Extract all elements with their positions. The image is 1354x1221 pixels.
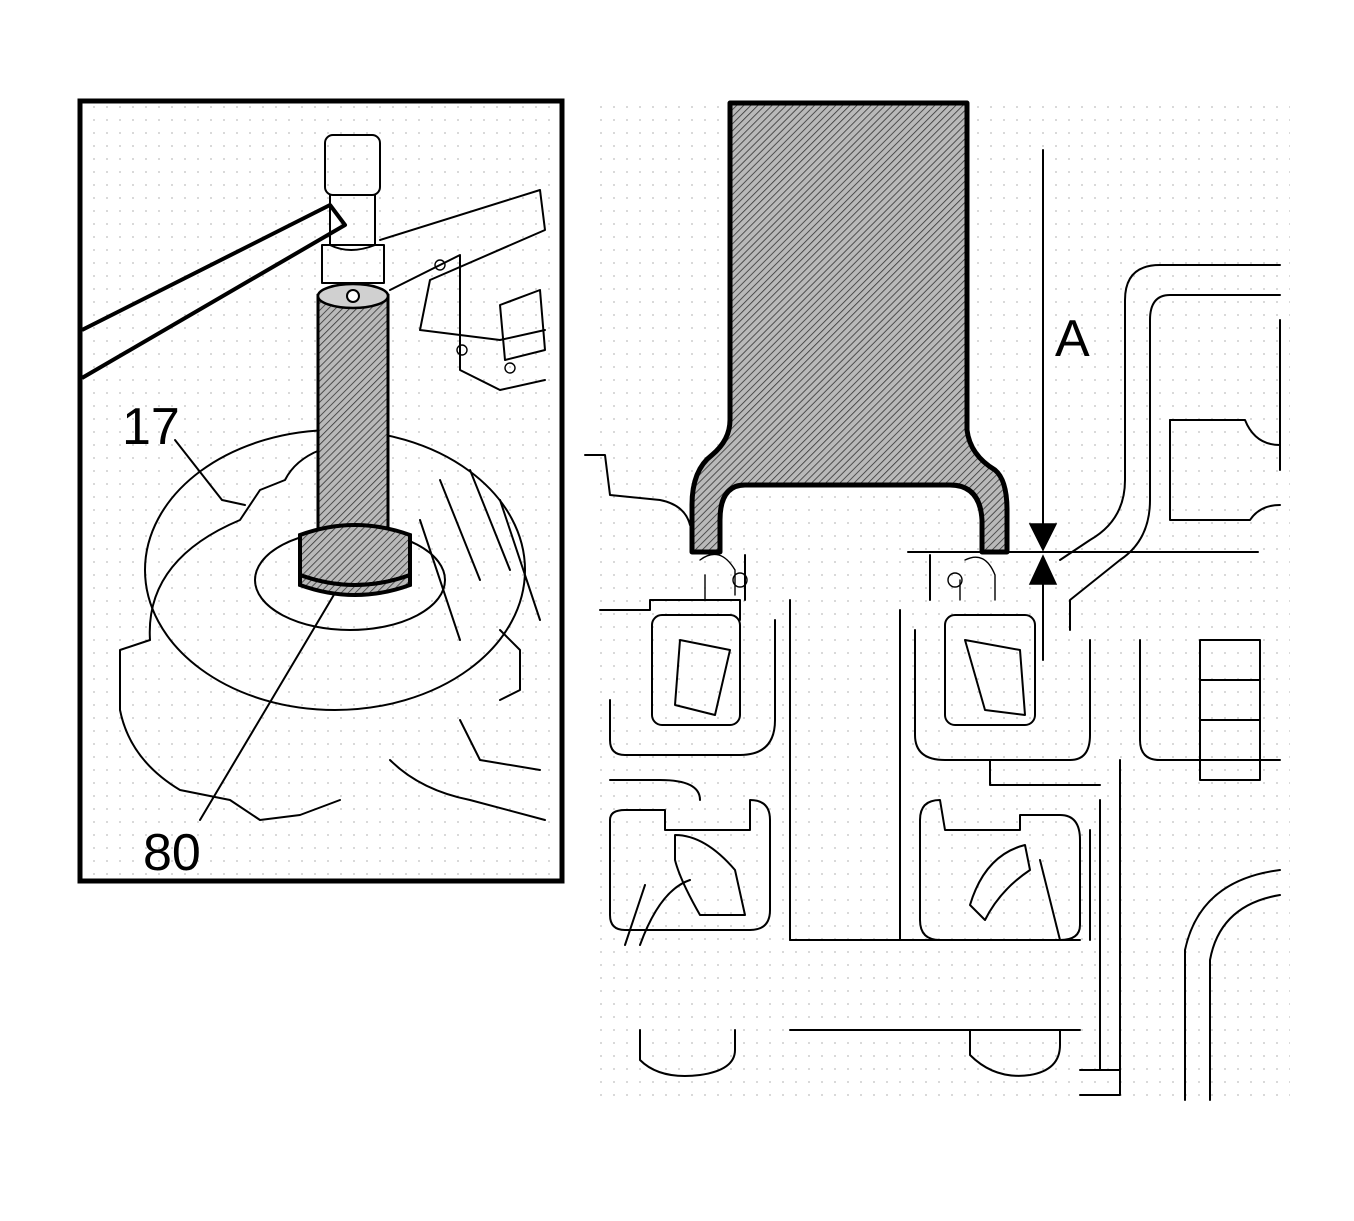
callout-80: 80 (143, 824, 201, 882)
housing-outline-left (584, 454, 691, 526)
bearing-race-right (944, 614, 1036, 726)
lower-bearing-left (609, 799, 771, 931)
housing-outline-right (1059, 264, 1281, 561)
leader-80 (199, 592, 336, 821)
lower-cage-left (624, 879, 691, 946)
housing-curve-bottom-inner (1209, 894, 1281, 1101)
snap-ring-right (959, 556, 996, 601)
bearing-roller-left (674, 639, 731, 716)
section-view: A (584, 95, 1290, 1105)
bearing-housing-left (609, 619, 776, 756)
callout-17: 17 (122, 398, 180, 456)
case-bracket-upper (379, 189, 546, 341)
bearing-lower-left (609, 779, 701, 801)
driver-cap (324, 134, 381, 196)
bearing-race-left (651, 614, 741, 726)
dimension-label-a: A (1055, 310, 1090, 368)
installer-shaft (316, 286, 390, 532)
dimension-arrow-down (1028, 523, 1058, 552)
housing-ledge-left (599, 599, 741, 621)
bottom-seal-left (639, 1029, 736, 1077)
bottom-seal-right (969, 1029, 1061, 1077)
case-bolt-3 (504, 362, 516, 374)
seal-ring-right (1199, 639, 1261, 781)
snap-ring-eye-left (732, 572, 748, 588)
housing-lower-right (1139, 639, 1281, 761)
housing-curve-bottom (1184, 869, 1281, 1101)
snap-ring-eye-right (947, 572, 963, 588)
shaft-body (789, 599, 901, 941)
case-flange-right (459, 629, 541, 771)
driver-handle (82, 203, 347, 380)
inset-view: 17 80 (77, 98, 565, 884)
case-outline-left (119, 639, 341, 821)
seal-ring-ribs (1199, 679, 1261, 721)
housing-inner-right (1069, 294, 1281, 631)
housing-step-right (1169, 419, 1281, 446)
case-lug (499, 289, 546, 361)
shaft-upper (744, 554, 931, 601)
inset-frame (77, 98, 565, 884)
bearing-housing-right (914, 629, 1091, 761)
installer-hole (346, 289, 360, 303)
lower-roller-left (674, 834, 746, 916)
installer-collar (298, 523, 412, 587)
lower-bearing-right (919, 799, 1081, 941)
snap-ring-left (699, 553, 736, 601)
bearing-roller-right (964, 639, 1026, 716)
installer-tool-hatched (689, 100, 1010, 555)
case-bracket-mid (389, 254, 546, 391)
case-outline-top (148, 449, 321, 641)
case-bottom-right (389, 759, 546, 821)
seal-ring-80 (298, 572, 412, 597)
leader-17 (174, 439, 246, 506)
case-ribs (419, 469, 541, 641)
lower-roller-right (969, 844, 1031, 921)
case-bolt-1 (434, 259, 446, 271)
case-bolt-2 (456, 344, 468, 356)
bearing-step-right (989, 759, 1101, 786)
lower-cage-right (1039, 829, 1091, 941)
housing-pocket-right (1169, 419, 1281, 521)
vertical-rib-right (1099, 759, 1121, 1071)
